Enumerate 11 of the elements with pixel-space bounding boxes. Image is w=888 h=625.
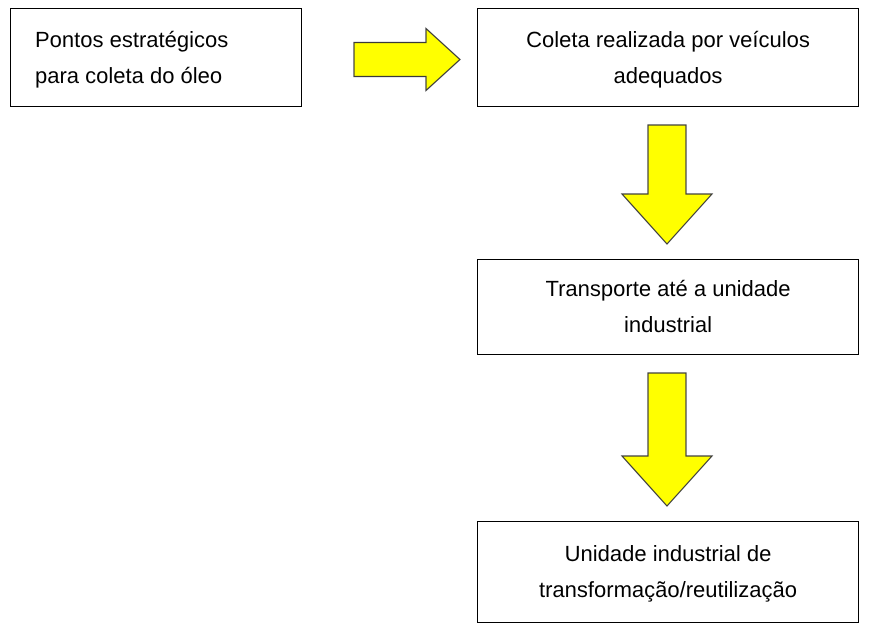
block-arrow	[620, 124, 714, 245]
process-box	[477, 259, 859, 355]
block-arrow	[620, 372, 714, 507]
box-text: Coleta realizada por veículos adequados	[525, 26, 811, 90]
box-text: Pontos estratégicos para coleta do óleo	[35, 26, 230, 90]
box-text: Transporte até a unidade industrial	[544, 275, 792, 339]
process-box	[477, 521, 859, 623]
process-box	[477, 8, 859, 107]
block-arrow	[353, 27, 461, 92]
process-box	[10, 8, 302, 107]
box-text: Unidade industrial de transformação/reutilização	[538, 540, 798, 604]
